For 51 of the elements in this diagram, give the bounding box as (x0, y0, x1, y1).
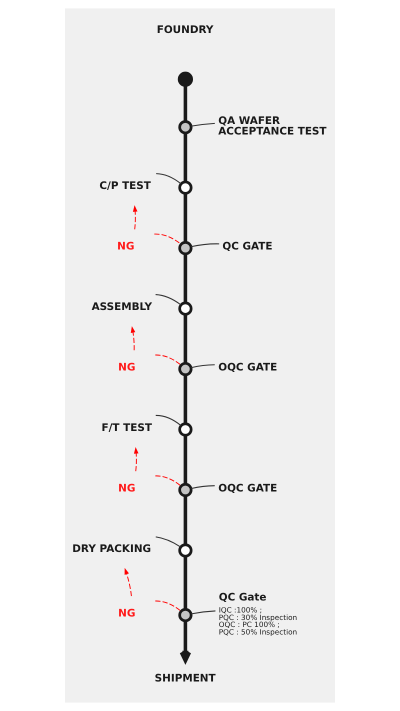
node-text: NG (118, 482, 136, 495)
node-text: ASSEMBLY (92, 301, 152, 314)
arrow (134, 446, 139, 472)
node-circle (178, 543, 192, 558)
connector (156, 294, 182, 306)
node-circle (178, 422, 192, 437)
connector (184, 194, 188, 242)
arrow (130, 326, 136, 351)
connector (191, 243, 220, 248)
connector (156, 414, 182, 426)
node-circle (178, 608, 192, 622)
arrow (124, 568, 132, 596)
node-text: C/P TEST (99, 180, 151, 192)
connector (184, 133, 188, 182)
node-circle (178, 302, 192, 316)
connector (154, 600, 182, 612)
arrow (132, 205, 138, 230)
label: FOUNDRY (156, 24, 214, 36)
connector (184, 496, 188, 544)
connector (156, 536, 181, 548)
node-text: NG (117, 240, 134, 253)
connector (184, 436, 188, 484)
connector (184, 254, 188, 303)
connector (154, 354, 182, 366)
node-text: NG (118, 608, 136, 620)
node-circle (178, 120, 192, 134)
connector (184, 86, 188, 122)
node-text: F/T TEST (101, 422, 152, 434)
connector (191, 364, 215, 368)
connector (154, 475, 182, 486)
node-text: DRY PACKING (72, 543, 152, 556)
node-text: QC GATE (222, 240, 273, 253)
connector (184, 556, 188, 610)
arrow (180, 621, 192, 663)
node-circle (178, 482, 192, 498)
connector (184, 314, 188, 364)
connector (154, 234, 182, 245)
node-text: OQC GATE (218, 482, 278, 495)
node-circle (178, 241, 192, 256)
node-text: NG (118, 362, 136, 374)
node-text: QA WAFER ACCEPTANCE TEST (218, 115, 327, 138)
connector (191, 122, 215, 127)
node-text: OQC GATE (218, 362, 278, 374)
connector (156, 173, 182, 184)
connector (184, 375, 188, 424)
connector (191, 485, 215, 490)
node-circle (178, 180, 192, 195)
connector (191, 610, 216, 614)
node-circle (178, 362, 192, 376)
node-text: SHIPMENT (154, 672, 216, 684)
node-circle (178, 72, 194, 87)
